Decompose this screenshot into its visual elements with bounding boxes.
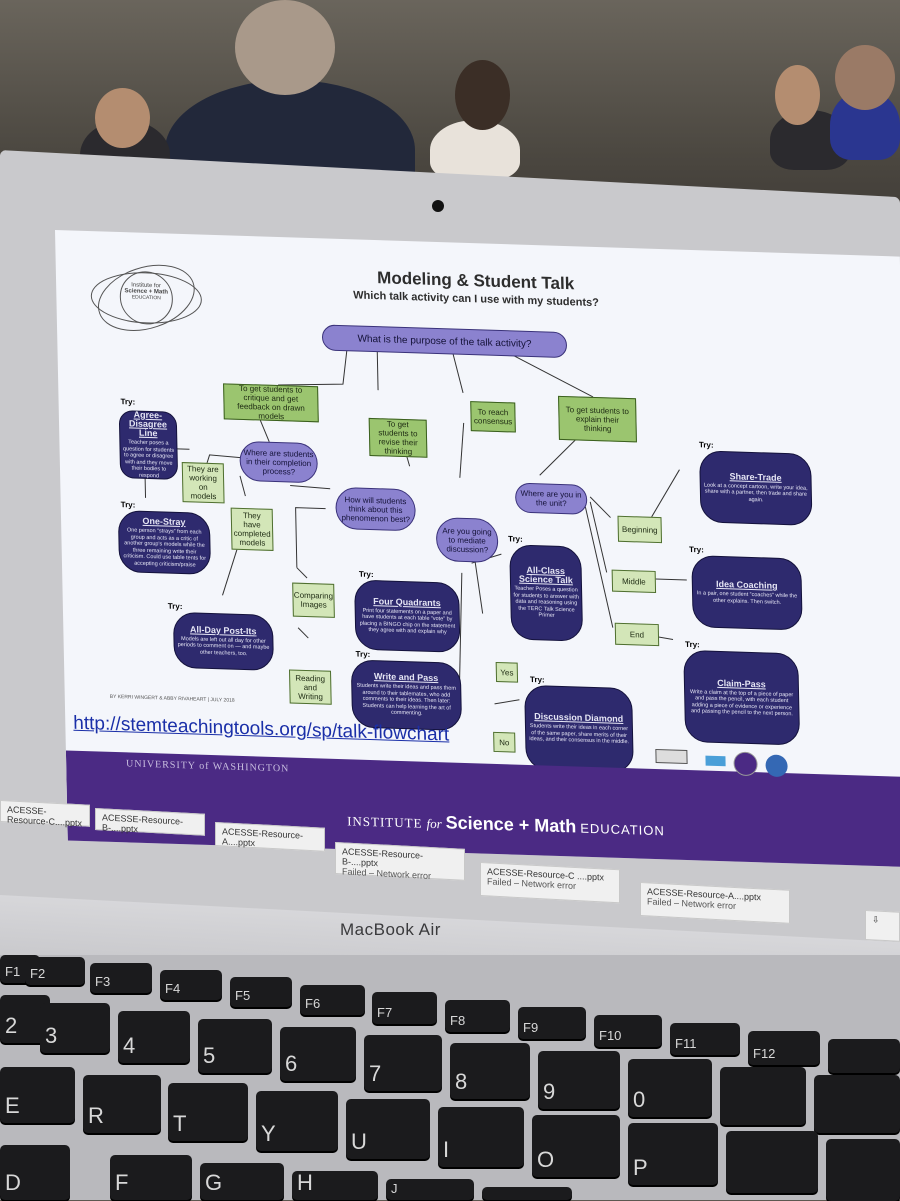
key-5[interactable]: 5 [198,1019,272,1073]
key-g[interactable]: G [200,1163,284,1200]
try-label: Try: [689,545,704,555]
question-mediate: Are you going to mediate discussion? [435,517,499,564]
activity-share-trade: Share-Trade Look at a concept cartoon, w… [699,450,813,526]
question-unit: Where are you in the unit? [514,482,588,515]
key-e[interactable]: E [0,1067,75,1123]
partner-logo-icon [705,755,726,767]
activity-one-stray: One-Stray One person “strays” from each … [117,510,212,575]
audience-head [235,0,335,95]
key-f4[interactable]: F4 [160,970,222,1000]
try-label: Try: [698,440,714,450]
activity-claim-pass: Claim-Pass Write a claim at the top of a… [683,649,801,746]
key-i[interactable]: I [438,1107,524,1167]
key-o[interactable]: O [532,1115,620,1177]
activity-idea-coaching: Idea Coaching In a pair, one student “co… [691,555,803,631]
key-minus[interactable] [720,1067,806,1125]
option-end: End [614,622,660,647]
activity-post-its: All-Day Post-Its Models are left out all… [172,611,275,671]
question-phenomenon: How will students think about this pheno… [335,486,416,532]
key-t[interactable]: T [168,1083,248,1141]
key-u[interactable]: U [346,1099,430,1159]
option-completed: They have completed models [230,507,274,551]
uw-wordmark: UNIVERSITY of WASHINGTON [126,758,290,775]
try-label: Try: [507,534,523,544]
purpose-consensus: To reach consensus [470,401,516,433]
download-arrow-icon[interactable]: ⇩ [865,910,900,942]
institute-logo: Institute for Science + Math EDUCATION [85,251,207,345]
try-label: Try: [685,639,700,650]
activity-all-class-talk: All-Class Science Talk Teacher Poses a q… [509,544,584,642]
purpose-revise: To get students to revise their thinking [368,417,428,458]
key-7[interactable]: 7 [364,1035,442,1091]
macbook-brand-label: MacBook Air [340,920,441,939]
activity-agree-disagree: Agree-Disagree Line Teacher poses a ques… [118,410,179,480]
key-f8[interactable]: F8 [445,1000,510,1032]
audience-head [835,45,895,110]
option-beginning: Beginning [617,515,663,544]
option-reading: Reading and Writing [288,669,332,705]
key-f2[interactable]: F2 [25,957,85,985]
key-f3[interactable]: F3 [90,963,152,993]
purpose-critique: To get students to critique and get feed… [223,383,319,423]
key-power[interactable] [828,1039,900,1073]
option-no: No [493,731,516,753]
audience-head [455,60,510,130]
key-f9[interactable]: F9 [518,1007,586,1039]
key-f12[interactable]: F12 [748,1031,820,1065]
try-label: Try: [120,500,136,510]
key-bracket[interactable] [726,1131,818,1193]
option-middle: Middle [611,569,657,593]
try-label: Try: [120,397,136,407]
purpose-explain: To get students to explain their thinkin… [558,395,637,443]
key-f5[interactable]: F5 [230,977,292,1007]
key-4[interactable]: 4 [118,1011,190,1063]
audience-person [430,120,520,180]
download-item[interactable]: ACESSE-Resource-C....pptx [0,800,90,828]
audience-head [775,65,820,125]
key-bracket-right[interactable] [826,1139,900,1201]
key-f[interactable]: F [110,1155,192,1200]
audience-head [95,88,150,148]
try-label: Try: [358,569,374,580]
question-completion: Where are students in their completion p… [239,440,319,484]
key-f6[interactable]: F6 [300,985,365,1015]
key-0[interactable]: 0 [628,1059,712,1117]
key-p[interactable]: P [628,1123,718,1185]
option-yes: Yes [495,661,519,683]
keyboard: F1 F2 F3 F4 F5 F6 F7 F8 F9 F10 F11 F12 2… [0,955,900,1201]
nsf-logo-icon [765,754,788,778]
try-label: Try: [529,675,545,685]
activity-discussion-diamond: Discussion Diamond Students write their … [524,684,634,774]
try-label: Try: [167,601,183,612]
activity-four-quadrants: Four Quadrants Print four statements on … [354,579,461,653]
download-item[interactable]: ACESSE-Resource-A....pptx [215,822,325,852]
option-working: They are working on models [181,462,225,504]
partner-seal-icon [733,751,758,777]
key-8[interactable]: 8 [450,1043,530,1099]
key-d[interactable]: D [0,1145,70,1200]
slide-screen: Institute for Science + Math EDUCATION M… [55,230,900,868]
cc-license-icon [655,748,688,765]
key-9[interactable]: 9 [538,1051,620,1109]
key-j[interactable]: J [386,1179,474,1200]
download-item[interactable]: ACESSE-Resource-B-....pptx [95,808,205,836]
key-f7[interactable]: F7 [372,992,437,1024]
key-r[interactable]: R [83,1075,161,1133]
option-comparing: Comparing Images [292,582,335,618]
key-f11[interactable]: F11 [670,1023,740,1055]
key-h[interactable]: H [292,1170,378,1200]
key-6[interactable]: 6 [280,1027,356,1081]
key-equals[interactable] [814,1075,900,1133]
key-k[interactable] [482,1187,572,1200]
try-label: Try: [355,649,371,660]
webcam-icon [432,200,444,212]
logo-orbit-icon [90,264,202,331]
activity-write-and-pass: Write and Pass Students write their idea… [350,659,463,731]
key-y[interactable]: Y [256,1091,338,1151]
key-3[interactable]: 3 [40,1003,110,1053]
key-f10[interactable]: F10 [594,1015,662,1047]
